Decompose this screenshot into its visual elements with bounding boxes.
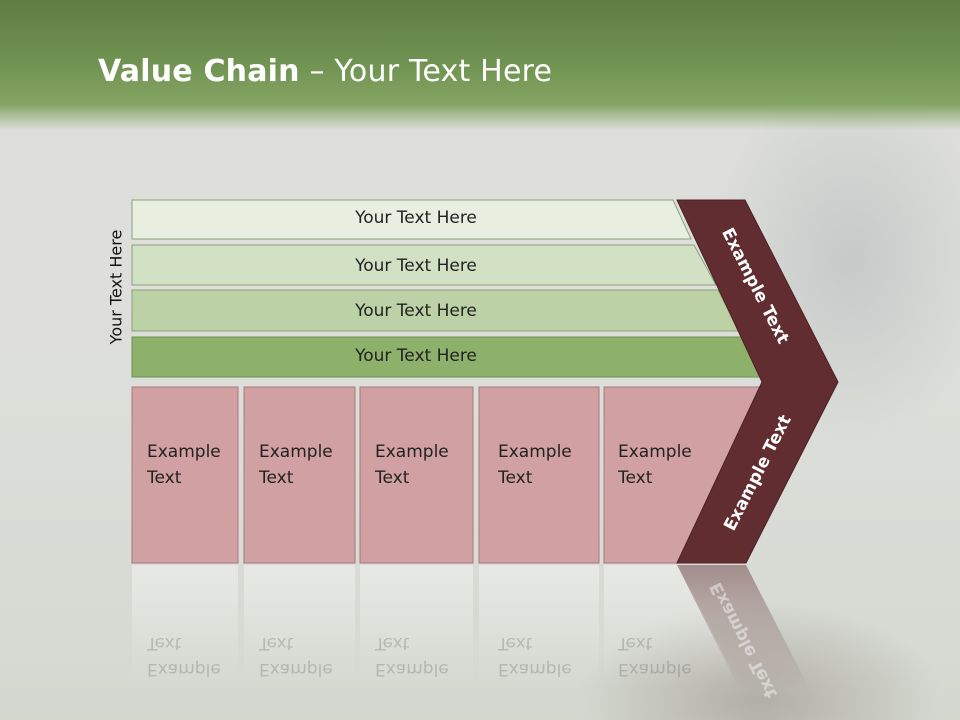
cell-label-4: Example Text [498, 442, 572, 488]
cell-label-3: Example Text [375, 442, 449, 488]
row-label-2: Your Text Here [355, 256, 477, 276]
slide-title: Value Chain – Your Text Here [98, 54, 552, 89]
cell-label-5: Example Text [618, 442, 692, 488]
row-label-4: Your Text Here [355, 346, 477, 366]
title-bar [0, 0, 960, 130]
cell-reflection-3 [360, 565, 473, 685]
cell-box-2 [243, 386, 356, 564]
title-rest: – Your Text Here [299, 54, 553, 89]
cell-label-1: Example Text [147, 442, 221, 488]
cell-reflection-4 [479, 565, 599, 685]
cell-reflection-5 [604, 565, 740, 685]
cell-box-4 [478, 386, 600, 564]
row-label-1: Your Text Here [355, 208, 477, 228]
chevron-arrow [676, 199, 839, 564]
row-label-3: Your Text Here [355, 301, 477, 321]
cell-reflection-1 [132, 565, 238, 685]
row-bar-1 [131, 199, 692, 240]
cell-box-1 [131, 386, 239, 564]
row-bar-2 [131, 244, 717, 286]
title-bold: Value Chain [98, 54, 300, 89]
cell-label-2: Example Text [259, 442, 333, 488]
cell-reflection-2 [244, 565, 355, 685]
chevron-reflection [677, 565, 810, 690]
cell-box-3 [359, 386, 474, 564]
